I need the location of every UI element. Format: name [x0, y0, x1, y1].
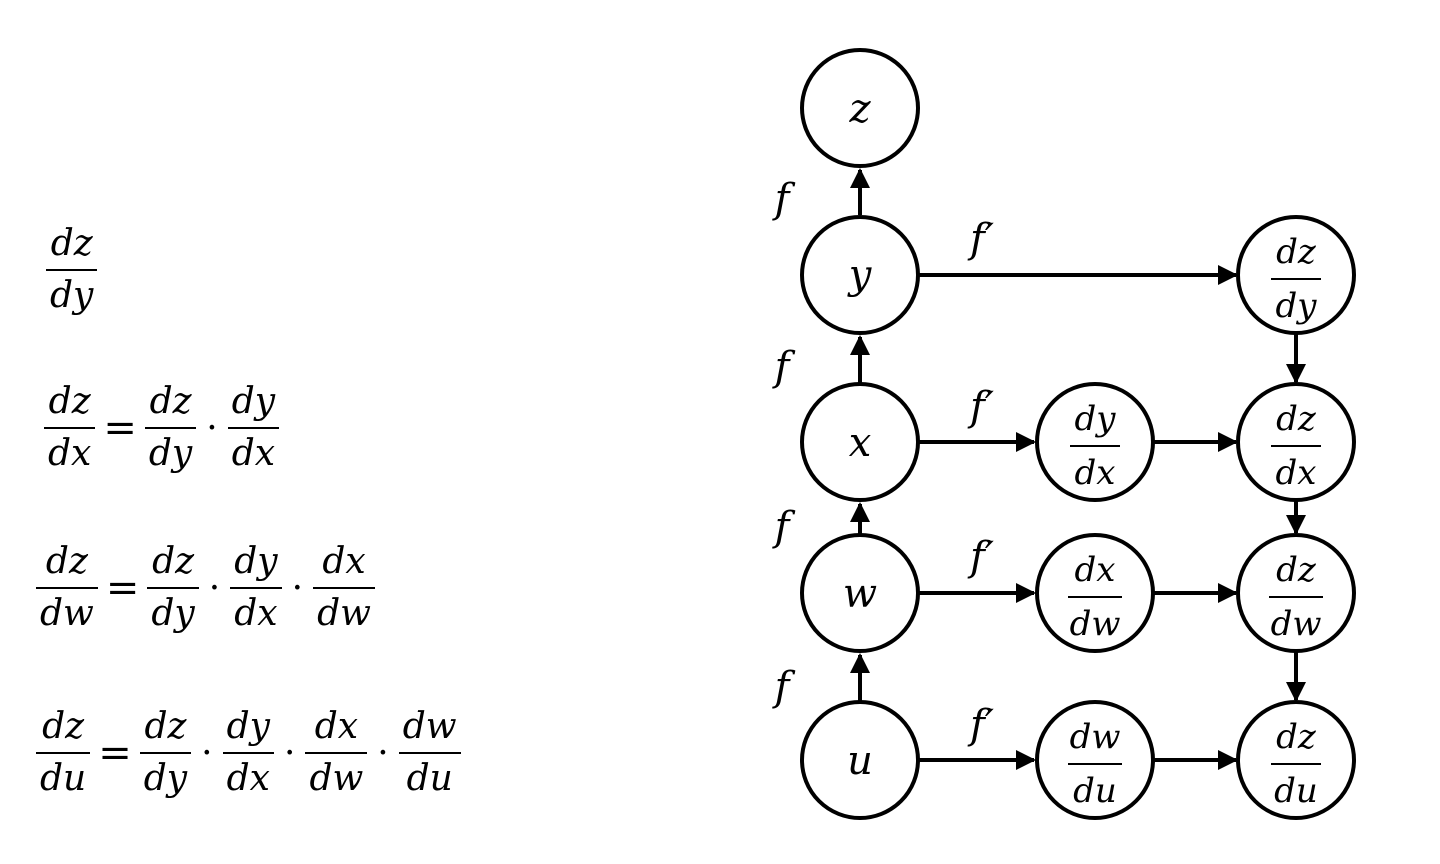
svg-text:dx: dx — [1276, 453, 1317, 493]
node-dw-du: dw du — [1035, 700, 1155, 820]
svg-text:u: u — [847, 738, 873, 784]
node-dz-dw: dz dw — [1236, 533, 1356, 653]
svg-text:dy: dy — [1075, 399, 1117, 439]
fraction: dw du — [398, 705, 461, 801]
equals-sign: = — [98, 730, 132, 776]
multiply-dot: · — [206, 407, 218, 449]
derivative-label: f′ — [967, 702, 994, 748]
svg-text:dx: dx — [1075, 453, 1116, 493]
fraction: dz dx — [44, 380, 96, 476]
multiply-dot: · — [377, 732, 389, 774]
multiply-dot: · — [283, 732, 296, 774]
equation-dz-dw: dz dw = dz dy · dy dx · dx dw — [36, 540, 375, 636]
fraction: dz dy — [139, 705, 192, 801]
node-dz-dy: dz dy — [1236, 215, 1356, 335]
svg-text:dw: dw — [1070, 717, 1121, 757]
svg-text:du: du — [1073, 771, 1117, 811]
node-u: u — [800, 700, 920, 820]
forward-label: f — [772, 664, 796, 710]
equation-dz-dy: dz dy — [46, 222, 98, 318]
svg-text:dz: dz — [1276, 550, 1317, 590]
node-z: z — [800, 48, 920, 168]
equation-dz-dx: dz dx = dz dy · dy dx — [44, 380, 280, 476]
forward-label: f — [772, 176, 796, 222]
svg-text:y: y — [847, 252, 873, 298]
svg-text:z: z — [848, 86, 871, 132]
svg-text:dw: dw — [1271, 604, 1322, 644]
svg-text:dw: dw — [1070, 604, 1121, 644]
svg-text:dz: dz — [1276, 232, 1317, 272]
multiply-dot: · — [201, 732, 213, 774]
svg-text:w: w — [843, 571, 877, 617]
svg-text:dz: dz — [1276, 717, 1317, 757]
node-x: x — [800, 382, 920, 502]
svg-text:dx: dx — [1075, 550, 1116, 590]
fraction: dy dx — [230, 540, 282, 636]
fraction: dz du — [36, 705, 91, 801]
node-dz-du: dz du — [1236, 700, 1356, 820]
fraction: dy dx — [222, 705, 274, 801]
node-dz-dx: dz dx — [1236, 382, 1356, 502]
fraction: dz dy — [147, 540, 199, 636]
forward-label: f — [772, 504, 796, 550]
forward-label: f — [772, 344, 796, 390]
derivative-label: f′ — [967, 534, 994, 580]
fraction: dz dw — [36, 540, 98, 636]
multiply-dot: · — [291, 567, 304, 609]
derivative-label: f′ — [967, 216, 994, 262]
svg-text:dz: dz — [1276, 399, 1317, 439]
equation-dz-du: dz du = dz dy · dy dx · dx dw · dw du — [36, 705, 461, 801]
svg-text:x: x — [849, 420, 872, 466]
equals-sign: = — [105, 565, 140, 611]
fraction: dz dy — [46, 222, 98, 318]
equals-sign: = — [103, 405, 137, 451]
fraction: dz dy — [144, 380, 197, 476]
fraction: dx dw — [313, 540, 375, 636]
fraction: dy dx — [227, 380, 280, 476]
derivative-label: f′ — [967, 384, 994, 430]
svg-text:dy: dy — [1276, 286, 1318, 326]
svg-text:du: du — [1274, 771, 1318, 811]
node-w: w — [800, 533, 920, 653]
node-dx-dw: dx dw — [1035, 533, 1155, 653]
node-y: y — [800, 215, 920, 335]
fraction: dx dw — [305, 705, 368, 801]
node-dy-dx: dy dx — [1035, 382, 1155, 502]
multiply-dot: · — [208, 567, 221, 609]
